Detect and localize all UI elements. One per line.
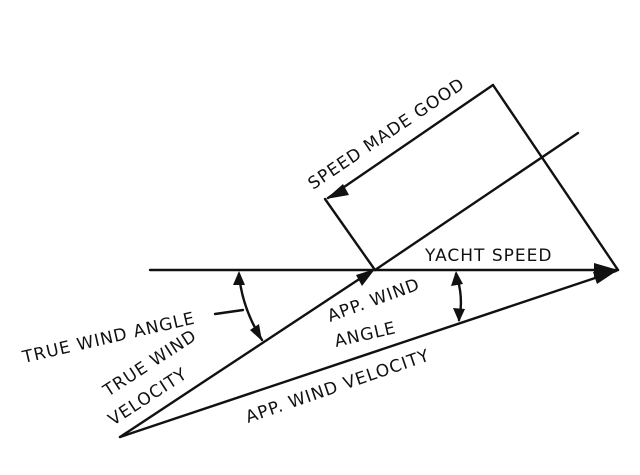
apparent-wind-velocity-vector: [118, 269, 618, 439]
yacht-speed-label: YACHT SPEED: [424, 246, 552, 266]
app-wind-angle-label-line1: APP. WIND: [325, 275, 423, 327]
true-wind-velocity-arrowhead: [356, 269, 375, 286]
speed-made-good-vector: [326, 83, 495, 200]
smg-right-leg: [491, 83, 620, 272]
true-wind-angle-arrow-bottom: [250, 324, 262, 341]
app-wind-angle-arrow-bottom: [453, 308, 465, 322]
smg-left-leg: [323, 197, 377, 272]
apparent-wind-velocity-arrowhead: [593, 270, 618, 284]
true-wind-angle-arrow-top: [233, 271, 245, 285]
app-wind-angle-arrow-top: [451, 271, 463, 286]
course-line: [373, 131, 580, 272]
speed-made-good-label: SPEED MADE GOOD: [305, 74, 469, 194]
true-wind-angle-leader: [213, 308, 245, 316]
true-wind-velocity-vector: [118, 268, 375, 439]
speed-made-good-arrowhead: [326, 184, 349, 199]
